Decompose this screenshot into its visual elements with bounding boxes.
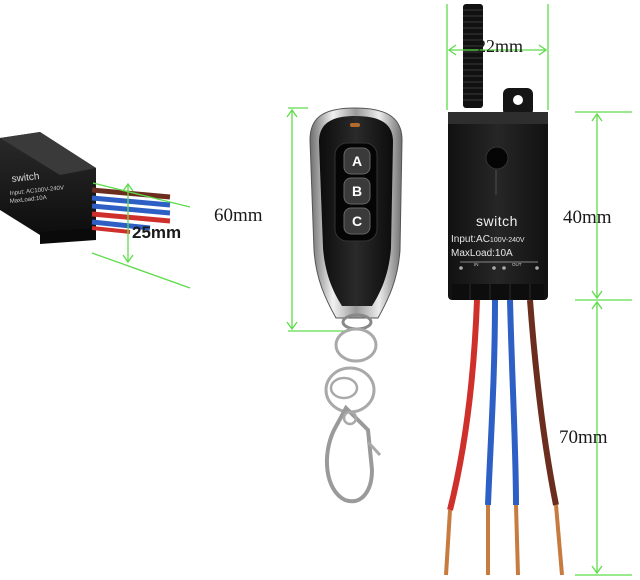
module-body xyxy=(448,112,548,300)
module-mount-tab xyxy=(503,88,533,116)
module-max-load: MaxLoad:10A xyxy=(451,248,513,259)
module-wires xyxy=(444,299,564,576)
module-input-voltage: 100V-240V xyxy=(490,237,525,244)
antenna-width-dimension: 22mm xyxy=(477,36,524,56)
side-view-maxload: MaxLoad:10A xyxy=(10,195,47,205)
remote-height-dimension: 60mm xyxy=(214,205,263,226)
module-height-dimension: 40mm xyxy=(563,207,612,228)
remote-button-a-label: A xyxy=(352,153,362,169)
remote-button-a[interactable]: A xyxy=(343,147,371,175)
remote-button-c-label: C xyxy=(352,213,362,229)
module-terminal-out: OUT xyxy=(512,262,522,267)
side-height-dimension: 25mm xyxy=(132,223,182,242)
module-input-label: Input:AC100V-240V xyxy=(451,234,525,245)
side-view-input: Input: AC100V-240V xyxy=(10,185,65,197)
remote-dimension-line xyxy=(286,108,298,331)
antenna xyxy=(463,4,483,108)
side-view-module xyxy=(0,132,171,244)
remote-button-c[interactable]: C xyxy=(343,207,371,235)
side-dimension-lines xyxy=(91,182,191,289)
module-dimension-lines xyxy=(446,4,632,576)
side-view-name: switch xyxy=(11,171,40,185)
module-terminal-in: IN xyxy=(474,262,479,267)
wire-length-dimension: 70mm xyxy=(559,427,608,448)
keychain xyxy=(324,327,382,504)
remote-button-b-label: B xyxy=(352,183,362,199)
remote-button-b[interactable]: B xyxy=(343,177,371,205)
module-name: switch xyxy=(476,213,518,229)
